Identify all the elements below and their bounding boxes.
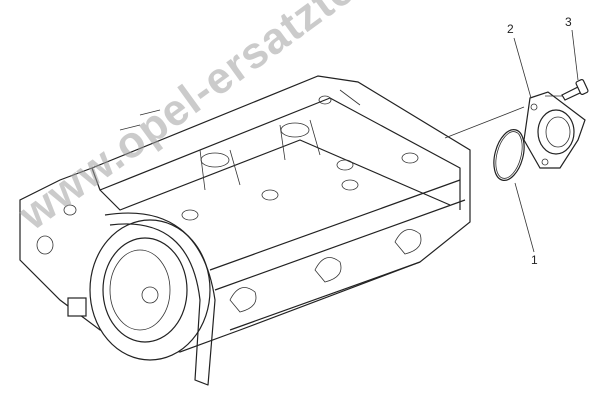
ring-seal <box>493 129 525 181</box>
bolt <box>561 79 589 101</box>
callout-3: 3 <box>565 15 572 29</box>
cover <box>523 91 586 169</box>
cylinder-head <box>19 75 471 386</box>
callout-2: 2 <box>507 22 514 36</box>
callout-1: 1 <box>531 253 538 267</box>
leader-lines <box>444 29 579 253</box>
